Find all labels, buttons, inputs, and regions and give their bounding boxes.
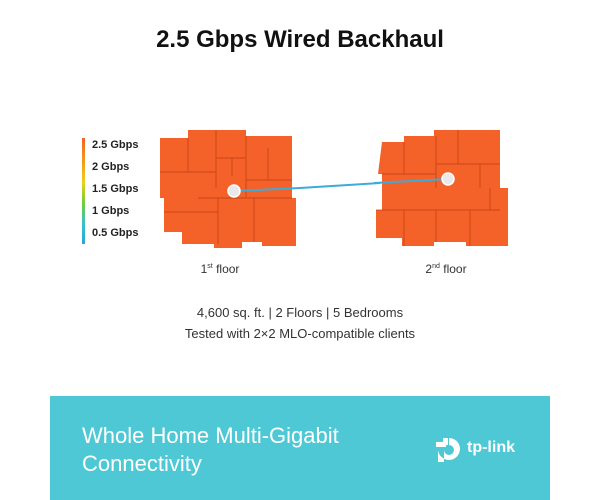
banner-headline-line-2: Connectivity <box>82 451 202 476</box>
banner-headline: Whole Home Multi-Gigabit Connectivity <box>82 422 339 478</box>
router-node-floor-2 <box>441 172 455 186</box>
floor-2-heatmap-area <box>376 130 508 246</box>
legend-label: 2.5 Gbps <box>92 139 139 151</box>
floor-1-walls <box>160 130 292 244</box>
legend-label: 2 Gbps <box>92 161 130 173</box>
backhaul-cable-line <box>300 182 380 189</box>
floor-2-number: 2 <box>425 262 433 276</box>
legend-label: 1.5 Gbps <box>92 183 139 195</box>
legend-label: 1 Gbps <box>92 205 130 217</box>
floor-1-coverage-map <box>160 130 300 248</box>
legend-gradient-bar <box>82 138 85 244</box>
floor-1-word: floor <box>216 262 240 276</box>
router-node-floor-1 <box>227 184 241 198</box>
backhaul-cable <box>300 182 380 189</box>
backhaul-cable-right-segment <box>374 178 449 184</box>
home-specs-text: 4,600 sq. ft. | 2 Floors | 5 Bedrooms <box>196 305 404 320</box>
speed-legend: 2.5 Gbps 2 Gbps 1.5 Gbps 1 Gbps 0.5 Gbps <box>80 136 170 248</box>
floor-2-coverage-map <box>374 130 508 246</box>
floor-1-number: 1 <box>200 262 208 276</box>
legend-label: 0.5 Gbps <box>92 227 139 239</box>
backhaul-cable-left-segment <box>233 187 300 192</box>
floor-1-suffix: st <box>207 263 213 270</box>
test-conditions-text: Tested with 2×2 MLO-compatible clients <box>184 326 416 341</box>
banner-headline-line-1: Whole Home Multi-Gigabit <box>82 423 339 448</box>
floor-2-walls <box>376 130 500 246</box>
floor-2-label: 2nd floor <box>386 262 506 276</box>
floor-2-suffix: nd <box>432 263 440 270</box>
tp-link-logo: tp-link <box>434 434 515 464</box>
floor-1-label: 1st floor <box>160 262 280 276</box>
floor-2-word: floor <box>443 262 467 276</box>
tp-link-logo-icon <box>436 437 460 462</box>
feature-banner: Whole Home Multi-Gigabit Connectivity tp… <box>50 396 550 500</box>
tp-link-logo-text: tp-link <box>467 439 515 456</box>
page-title: 2.5 Gbps Wired Backhaul <box>156 26 444 53</box>
